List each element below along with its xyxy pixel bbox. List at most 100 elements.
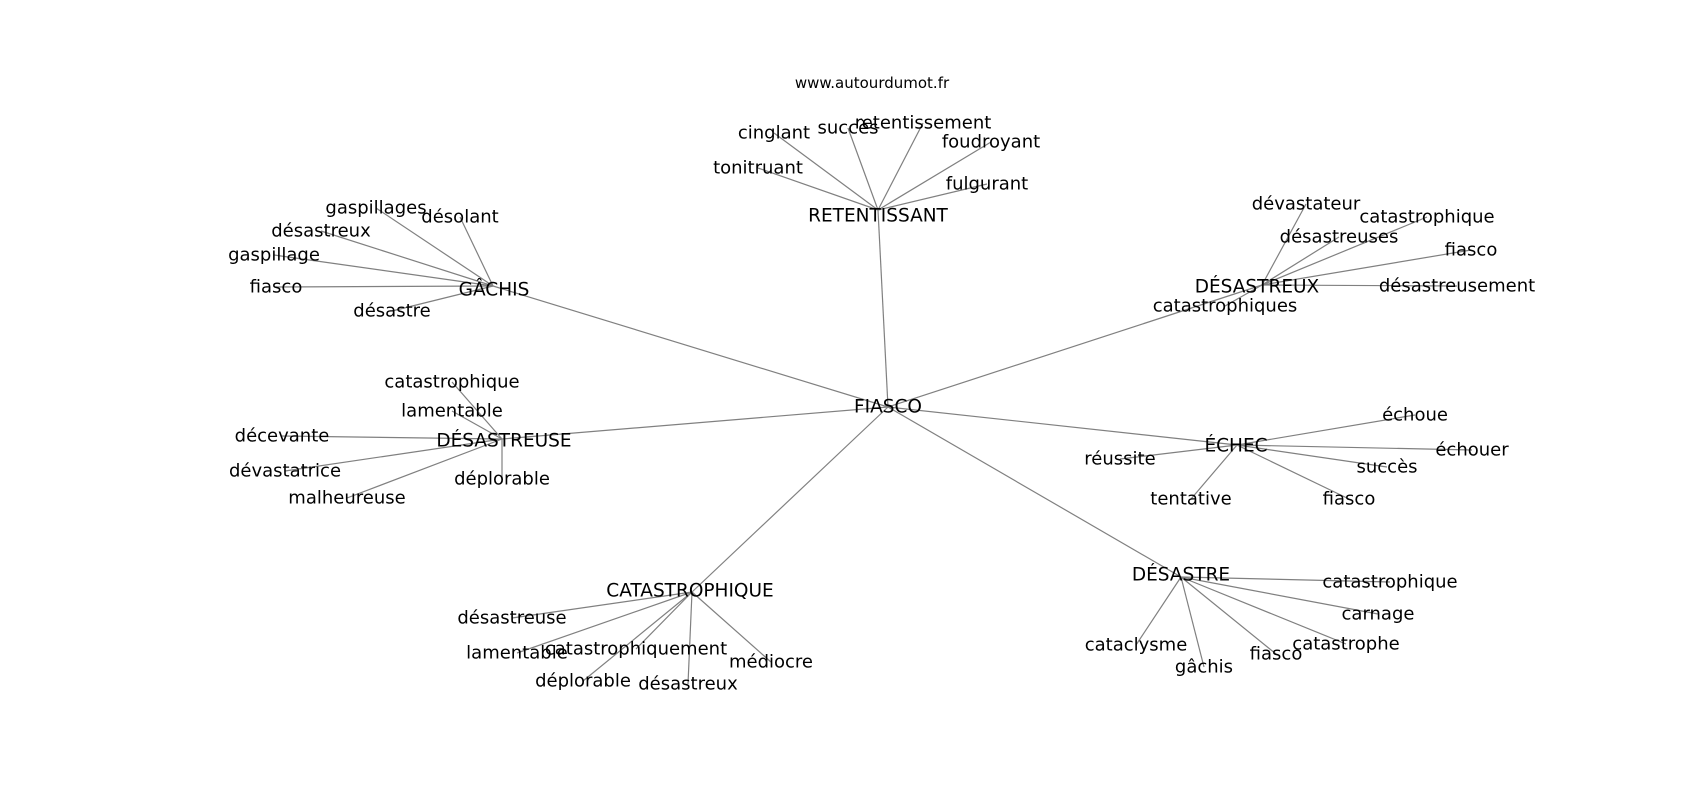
- edge-echec-4: [1190, 444, 1238, 500]
- edge-desastre-2: [1180, 576, 1347, 645]
- hub-label-gachis: GÂCHIS: [459, 279, 530, 301]
- word-label-desastre-5: gâchis: [1175, 657, 1233, 678]
- word-label-retentissant-0: cinglant: [738, 123, 810, 144]
- word-label-desastreux-5: catastrophiques: [1153, 296, 1298, 317]
- edge-center-desastreuse: [501, 406, 889, 440]
- word-label-retentissant-1: succès: [817, 118, 878, 139]
- edge-catastrophique-0: [511, 591, 693, 619]
- edge-echec-1: [1236, 444, 1473, 451]
- edge-desastreux-5: [1224, 284, 1263, 307]
- edge-gachis-2: [320, 230, 494, 287]
- hub-label-desastreux: DÉSASTREUX: [1195, 276, 1320, 298]
- edge-center-desastre: [887, 406, 1182, 578]
- word-label-echec-3: réussite: [1084, 449, 1155, 470]
- edge-catastrophique-5: [687, 591, 693, 685]
- edge-center-gachis: [492, 285, 889, 408]
- edge-gachis-3: [273, 254, 494, 287]
- hub-label-retentissant: RETENTISSANT: [808, 206, 948, 227]
- word-label-desastreux-3: fiasco: [1445, 240, 1498, 261]
- edge-desastreuse-0: [451, 381, 503, 440]
- word-label-desastreuse-1: lamentable: [401, 401, 503, 422]
- word-label-desastreux-1: catastrophique: [1359, 207, 1494, 228]
- edge-catastrophique-2: [635, 591, 693, 650]
- word-label-gachis-3: gaspillage: [228, 245, 320, 266]
- edge-desastreuse-3: [284, 438, 503, 472]
- edge-center-catastrophique: [691, 406, 889, 593]
- word-label-gachis-2: désastreux: [271, 221, 371, 242]
- hub-label-desastre: DÉSASTRE: [1132, 564, 1230, 586]
- edge-desastreuse-2: [281, 435, 503, 440]
- word-label-desastreux-0: dévastateur: [1252, 194, 1361, 215]
- word-label-echec-1: échouer: [1435, 440, 1509, 461]
- edge-echec-3: [1119, 444, 1238, 460]
- hub-label-echec: ÉCHEC: [1204, 435, 1267, 457]
- edge-desastreuse-1: [451, 410, 503, 440]
- word-label-echec-0: échoue: [1382, 405, 1448, 426]
- word-label-retentissant-2: retentissement: [855, 113, 992, 134]
- edge-gachis-0: [375, 207, 494, 287]
- edge-desastreuse-4: [346, 438, 503, 499]
- word-label-retentissant-5: fulgurant: [946, 174, 1028, 195]
- edge-desastre-4: [1180, 576, 1277, 655]
- word-label-desastre-4: fiasco: [1250, 644, 1303, 665]
- edge-desastreux-0: [1261, 203, 1307, 286]
- edge-center-echec: [887, 406, 1238, 446]
- edge-echec-0: [1236, 414, 1416, 446]
- edge-gachis-1: [459, 216, 494, 287]
- word-label-retentissant-3: foudroyant: [942, 132, 1040, 153]
- edge-echec-2: [1236, 444, 1388, 468]
- word-label-desastre-0: catastrophique: [1322, 572, 1457, 593]
- edge-retentissant-3: [877, 141, 992, 211]
- edge-desastre-3: [1135, 576, 1182, 646]
- word-label-catastrophique-4: déplorable: [535, 671, 631, 692]
- source-url: www.autourdumot.fr: [795, 74, 950, 92]
- hub-label-catastrophique: CATASTROPHIQUE: [606, 581, 773, 602]
- edge-desastreux-2: [1261, 236, 1340, 286]
- edge-center-retentissant: [877, 209, 889, 408]
- hub-label-desastreuse: DÉSASTREUSE: [436, 430, 571, 452]
- word-label-gachis-0: gaspillages: [325, 198, 426, 219]
- word-label-echec-5: fiasco: [1323, 489, 1376, 510]
- edge-retentissant-1: [847, 127, 879, 211]
- word-label-desastre-3: cataclysme: [1085, 635, 1188, 656]
- edge-retentissant-2: [877, 122, 924, 211]
- edge-desastre-0: [1180, 576, 1391, 583]
- edge-center-desastreux: [887, 284, 1263, 408]
- word-label-gachis-4: fiasco: [250, 277, 303, 298]
- edge-catastrophique-1: [516, 591, 693, 654]
- word-label-echec-2: succès: [1356, 457, 1417, 478]
- word-label-catastrophique-2: catastrophiquement: [545, 639, 727, 660]
- word-label-desastreuse-5: déplorable: [454, 469, 550, 490]
- edge-desastreux-4: [1261, 284, 1458, 287]
- edge-desastreux-3: [1261, 249, 1472, 286]
- word-label-desastre-2: catastrophe: [1292, 634, 1399, 655]
- edge-retentissant-4: [757, 167, 879, 211]
- word-label-catastrophique-3: médiocre: [729, 652, 813, 673]
- word-label-echec-4: tentative: [1150, 489, 1231, 510]
- edge-catastrophique-3: [691, 591, 772, 663]
- word-label-gachis-5: désastre: [353, 301, 430, 322]
- edge-gachis-4: [275, 285, 494, 288]
- word-label-retentissant-4: tonitruant: [713, 158, 803, 179]
- word-label-desastreuse-0: catastrophique: [384, 372, 519, 393]
- graph-edges: [273, 122, 1473, 685]
- word-label-desastreuse-3: dévastatrice: [229, 461, 341, 482]
- edge-echec-5: [1236, 444, 1350, 500]
- word-label-desastreuse-2: décevante: [235, 426, 330, 447]
- edge-gachis-5: [391, 285, 494, 312]
- edge-retentissant-0: [773, 132, 879, 211]
- word-label-catastrophique-0: désastreuse: [457, 608, 566, 629]
- word-label-catastrophique-5: désastreux: [638, 674, 738, 695]
- word-label-desastreuse-4: malheureuse: [288, 488, 405, 509]
- edge-desastreux-1: [1261, 216, 1428, 286]
- edge-desastre-5: [1180, 576, 1205, 668]
- word-label-desastreux-2: désastreuses: [1280, 227, 1399, 248]
- edge-retentissant-5: [877, 183, 988, 211]
- edge-desastre-1: [1180, 576, 1379, 615]
- center-label: FIASCO: [854, 397, 922, 418]
- word-label-gachis-1: désolant: [421, 207, 498, 228]
- word-label-desastreux-4: désastreusement: [1379, 276, 1535, 297]
- word-label-catastrophique-1: lamentable: [466, 643, 568, 664]
